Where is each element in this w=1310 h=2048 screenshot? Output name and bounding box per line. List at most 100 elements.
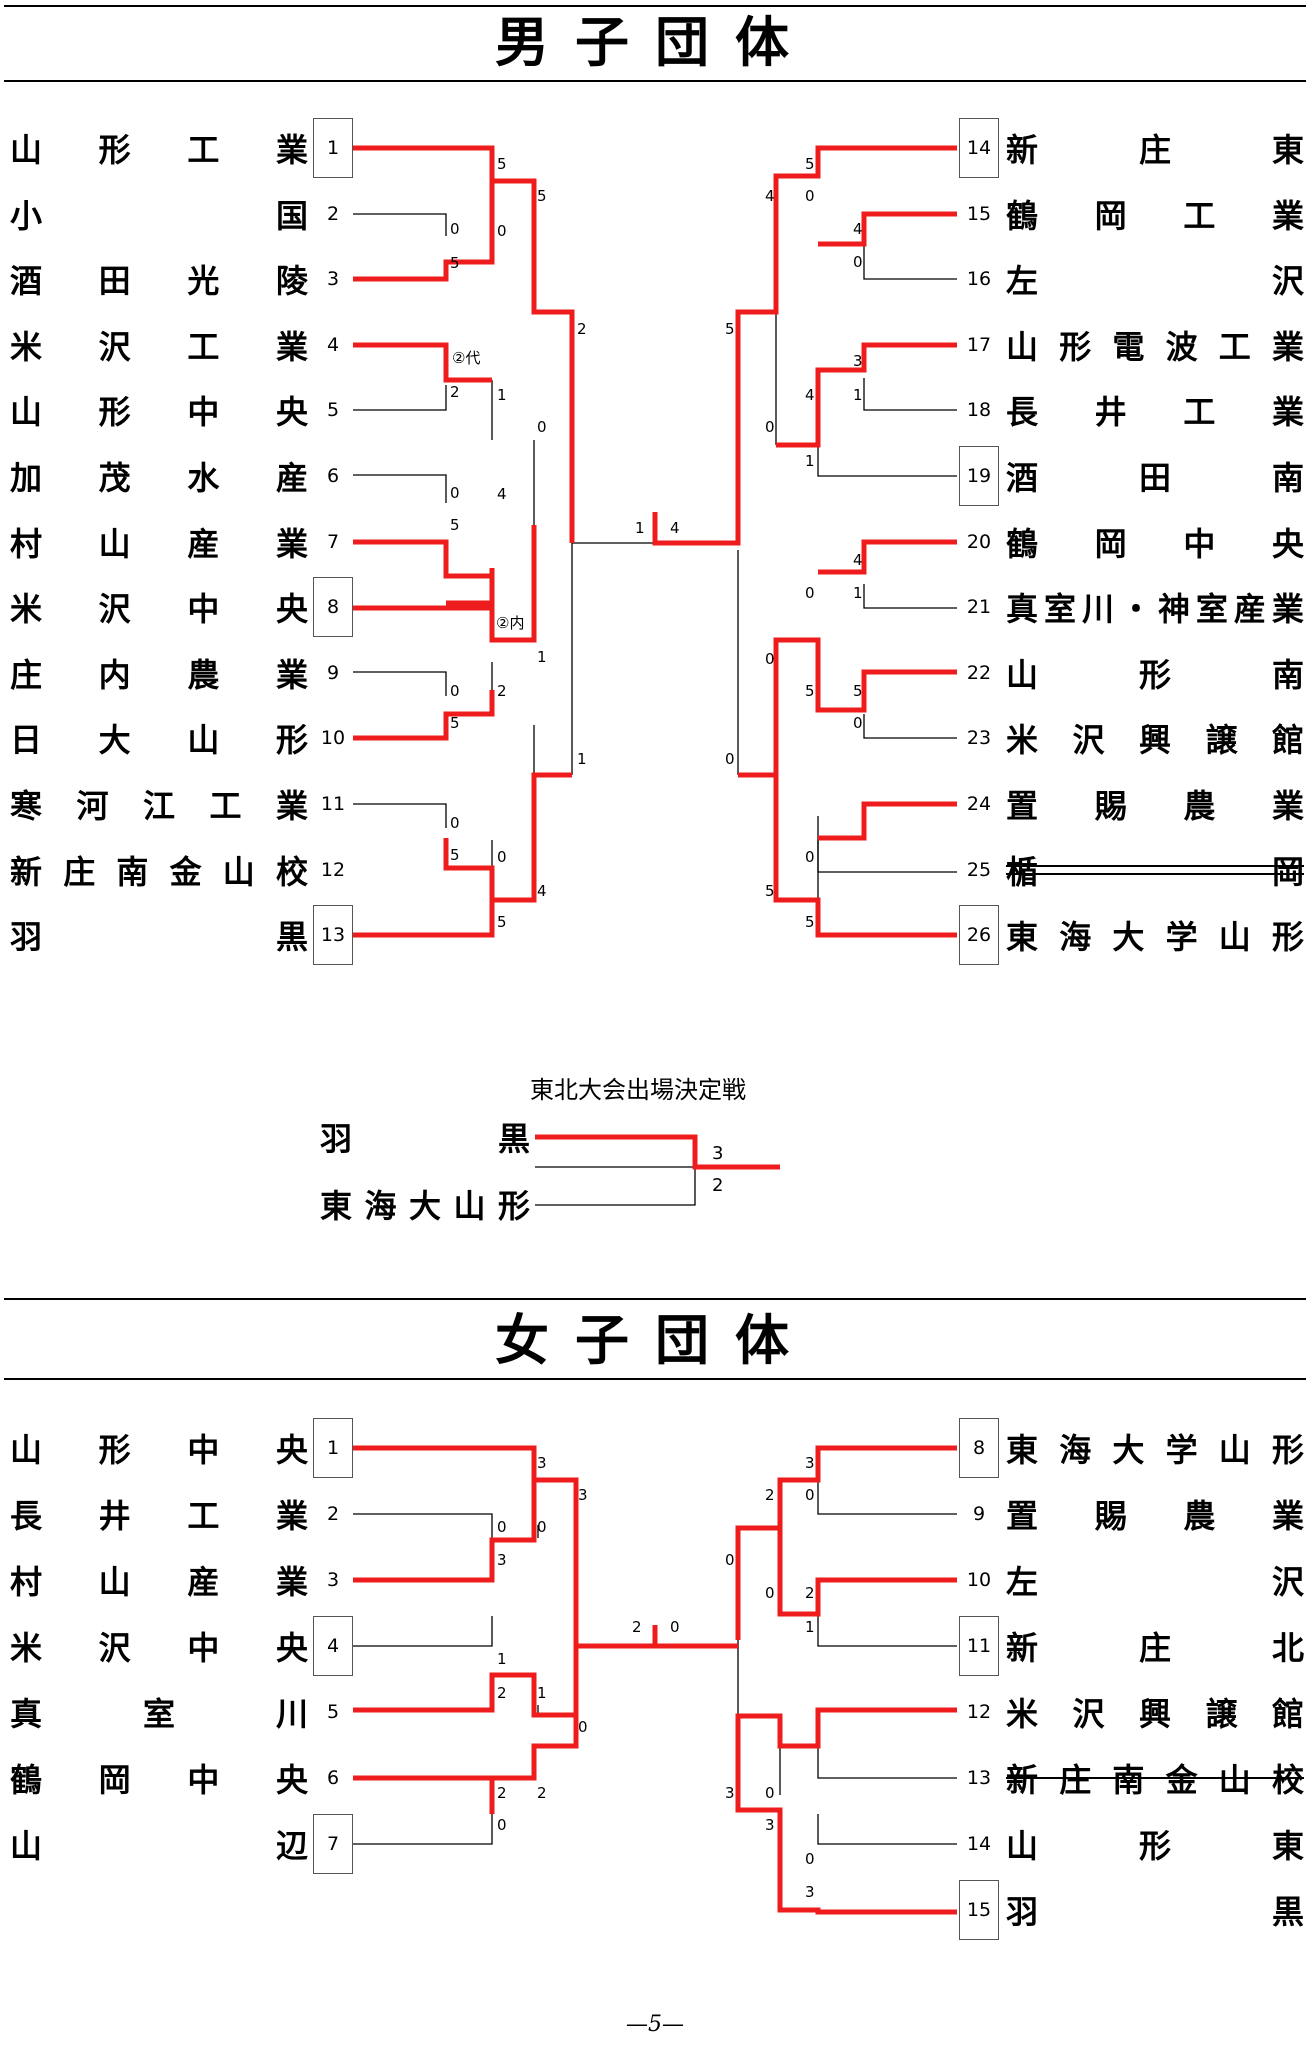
mens-bottom-rule	[4, 80, 1306, 82]
score: 1	[497, 1650, 507, 1668]
womens-seed-number: 8	[959, 1418, 999, 1478]
score: 0	[537, 1518, 547, 1536]
womens-team-name: 米沢中央	[10, 1629, 308, 1667]
mens-seed-number: 4	[326, 333, 340, 356]
mens-seed-number: 8	[313, 577, 353, 638]
score: 0	[765, 1784, 775, 1802]
womens-team-name: 村山産業	[10, 1563, 308, 1601]
score: 0	[450, 682, 460, 700]
mens-seed-number: 9	[326, 661, 340, 684]
score: 2	[577, 320, 587, 338]
playoff-team1: 羽黒	[320, 1120, 530, 1158]
mens-seed-number: 14	[959, 118, 999, 178]
mens-team-name: 新庄東	[1006, 131, 1304, 169]
mens-team-name: 米沢工業	[10, 327, 308, 366]
womens-seed-number: 6	[326, 1767, 340, 1789]
mens-seed-number: 15	[966, 202, 992, 225]
mens-team-name: 酒田光陵	[10, 262, 308, 301]
womens-title: 女子団体	[495, 1308, 815, 1372]
score: 1	[537, 648, 547, 666]
mens-team-name: 日大山形	[10, 721, 308, 760]
mens-seed-number: 2	[326, 202, 340, 225]
score: 0	[853, 253, 863, 271]
mens-seed-number: 7	[326, 530, 340, 553]
score: 0	[670, 1618, 680, 1636]
mens-team-name: 鶴岡中央	[1006, 524, 1304, 563]
score: 0	[497, 222, 507, 240]
mens-team-name: 庄内農業	[10, 655, 308, 694]
mens-seed-number: 11	[320, 793, 346, 815]
mens-seed-number: 26	[959, 905, 999, 966]
score: 5	[497, 155, 507, 173]
score: 0	[725, 1551, 735, 1569]
mens-team-name: 新庄南金山校	[10, 852, 308, 891]
score: 0	[450, 220, 460, 238]
score: 5	[805, 155, 815, 173]
score: 2	[497, 1684, 507, 1702]
playoff-score1: 3	[712, 1143, 724, 1164]
score: 2	[632, 1618, 642, 1636]
womens-seed-number: 1	[313, 1418, 353, 1478]
womens-team-name: 置賜農業	[1006, 1497, 1304, 1535]
mens-team-name: 山形電波工業	[1006, 327, 1304, 366]
score: 0	[765, 650, 775, 668]
mens-team-name: 置賜農業	[1006, 787, 1304, 825]
playoff-team2: 東海大山形	[320, 1187, 530, 1225]
score: 0	[853, 714, 863, 732]
mens-team-name: 加茂水産	[10, 459, 308, 497]
womens-seed-number: 3	[326, 1569, 340, 1591]
score: 0	[805, 187, 815, 205]
score: 0	[765, 418, 775, 436]
playoff-title: 東北大会出場決定戦	[530, 1076, 746, 1104]
score: 3	[578, 1486, 588, 1504]
note-m4: ②代	[452, 349, 481, 367]
note-m8: ②内	[496, 614, 525, 632]
score: 0	[450, 814, 460, 832]
mens-team-name: 長井工業	[1006, 393, 1304, 432]
score: 3	[805, 1454, 815, 1472]
score: 5	[765, 882, 775, 900]
mens-team-name: 鶴岡工業	[1006, 196, 1304, 235]
womens-team-name: 新庄南金山校	[1006, 1754, 1304, 1802]
womens-team-name: 山辺	[10, 1827, 308, 1865]
womens-team-name: 山形東	[1006, 1827, 1304, 1865]
mens-team-name: 寒河江工業	[10, 787, 308, 825]
score: 1	[805, 452, 815, 470]
score: 4	[537, 882, 547, 900]
womens-seed-number: 10	[966, 1569, 992, 1591]
mens-seed-number: 20	[966, 530, 992, 553]
score: 5	[450, 714, 460, 732]
womens-seed-number: 12	[966, 1701, 992, 1723]
mens-seed-number: 17	[966, 333, 992, 356]
mens-team-name: 楯岡	[1006, 846, 1304, 894]
womens-team-name: 長井工業	[10, 1497, 308, 1535]
score: 3	[537, 1454, 547, 1472]
womens-team-name: 鶴岡中央	[10, 1761, 308, 1799]
mens-team-name: 左沢	[1006, 262, 1304, 301]
mens-seed-number: 24	[966, 793, 992, 815]
womens-seed-number: 4	[313, 1616, 353, 1676]
mens-seed-number: 16	[966, 268, 992, 291]
womens-top-rule	[4, 1298, 1306, 1300]
score: 4	[670, 519, 680, 537]
score: 3	[765, 1816, 775, 1834]
mens-team-name: 米沢興譲館	[1006, 721, 1304, 760]
womens-seed-number: 11	[959, 1616, 999, 1676]
womens-team-name: 左沢	[1006, 1563, 1304, 1601]
score: 0	[805, 1486, 815, 1504]
score: 1	[497, 386, 507, 404]
score: 3	[805, 1883, 815, 1901]
score: 4	[497, 485, 507, 503]
score: 1	[853, 386, 863, 404]
mens-team-name: 小国	[10, 196, 308, 235]
womens-bottom-rule	[4, 1378, 1306, 1380]
score: 0	[497, 848, 507, 866]
mens-team-name: 山形工業	[10, 131, 308, 169]
playoff-score2: 2	[712, 1175, 724, 1196]
score: 0	[537, 418, 547, 436]
score: 0	[805, 1850, 815, 1868]
womens-seed-number: 5	[326, 1701, 340, 1723]
score: 2	[805, 1584, 815, 1602]
score: 2	[497, 682, 507, 700]
